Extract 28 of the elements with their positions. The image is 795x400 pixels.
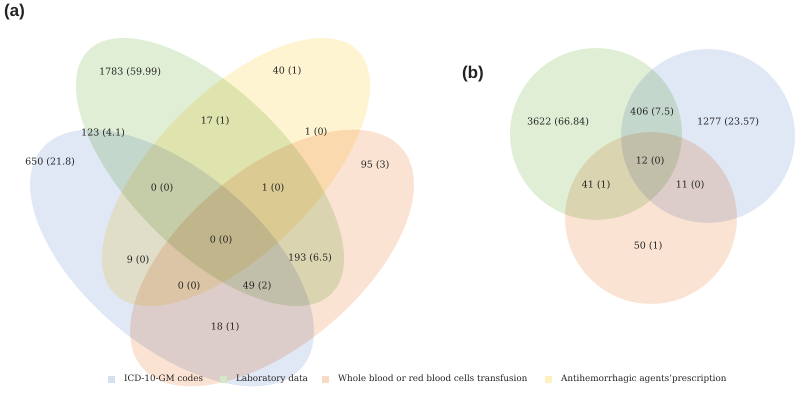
region-count: 41 (1) <box>582 180 610 190</box>
region-count: 0 (0) <box>210 235 232 245</box>
region-count: 1277 (23.57) <box>697 117 759 127</box>
region-count: 50 (1) <box>634 241 662 251</box>
region-count: 9 (0) <box>126 255 150 265</box>
region-count: 49 (2) <box>242 281 272 291</box>
region-count: 95 (3) <box>360 160 390 170</box>
region-count: 650 (21.8) <box>25 157 75 167</box>
legend-label: Laboratory data <box>236 374 308 384</box>
region-count: 0 (0) <box>150 183 174 193</box>
panel-label: (a) <box>4 2 25 19</box>
region-count: 0 (0) <box>178 281 200 291</box>
region-count: 18 (1) <box>210 322 240 332</box>
region-count: 12 (0) <box>636 156 664 166</box>
region-count: 193 (6.5) <box>288 253 332 263</box>
region-count: 406 (7.5) <box>630 107 674 117</box>
region-count: 1 (0) <box>304 127 328 137</box>
region-count: 40 (1) <box>272 66 302 76</box>
region-count: 11 (0) <box>676 180 704 190</box>
legend-label: Whole blood or red blood cells transfusion <box>338 374 528 384</box>
region-count: 123 (4.1) <box>81 128 125 138</box>
region-count: 1 (0) <box>262 183 284 193</box>
region-count: 17 (1) <box>200 116 230 126</box>
region-count: 3622 (66.84) <box>527 117 589 127</box>
region-count: 1783 (59.99) <box>99 67 161 77</box>
legend-label: Antihemorrhagic agents’prescription <box>561 374 726 384</box>
panel-label: (b) <box>462 64 484 81</box>
legend-label: ICD-10-GM codes <box>124 374 203 384</box>
